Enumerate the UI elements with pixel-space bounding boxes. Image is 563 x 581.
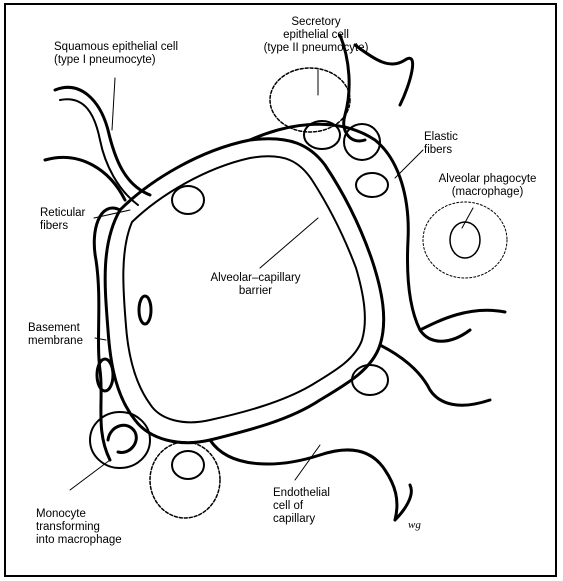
leader-elastic	[395, 150, 423, 178]
left-cell-nucleus-2	[139, 296, 151, 324]
label-reticular-fibers: Reticular fibers	[40, 207, 85, 233]
label-secretory-epithelial-cell: Secretory epithelial cell (type II pneum…	[242, 16, 390, 55]
macrophage-nucleus	[450, 222, 480, 258]
capillary-wall-right-lower	[380, 345, 490, 405]
branch-left	[45, 157, 125, 200]
leader-macrophage	[462, 208, 473, 228]
leader-monocyte	[70, 460, 110, 490]
leader-barrier	[260, 218, 318, 268]
label-endothelial-cell: Endothelial cell of capillary	[273, 487, 330, 526]
leader-endothelial	[295, 445, 320, 480]
artist-signature: wg	[408, 519, 421, 531]
leader-reticular	[94, 210, 130, 218]
branch-upper-left	[55, 87, 150, 195]
bottom-nucleus	[172, 451, 204, 479]
branch-right	[420, 310, 505, 330]
label-basement-membrane: Basement membrane	[28, 322, 83, 348]
branch-upper-left-2	[60, 99, 138, 205]
monocyte-nucleus	[108, 425, 136, 452]
type-ii-cell	[270, 68, 350, 132]
label-alveolar-phagocyte: Alveolar phagocyte (macrophage)	[420, 173, 555, 199]
macrophage	[423, 202, 507, 278]
monocyte	[90, 412, 150, 468]
bottom-type-ii-cell	[150, 442, 220, 518]
label-squamous-epithelial-cell: Squamous epithelial cell (type I pneumoc…	[54, 41, 178, 67]
label-monocyte: Monocyte transforming into macrophage	[36, 508, 122, 547]
label-elastic-fibers: Elastic fibers	[424, 131, 458, 157]
leader-basement	[95, 338, 106, 340]
capillary-cell-nucleus	[356, 173, 388, 197]
right-cell-nucleus	[352, 365, 388, 395]
label-alveolar-capillary-barrier: Alveolar–capillary barrier	[193, 272, 318, 298]
squamous-cell-nucleus	[172, 186, 204, 214]
leader-squamous	[112, 78, 115, 130]
